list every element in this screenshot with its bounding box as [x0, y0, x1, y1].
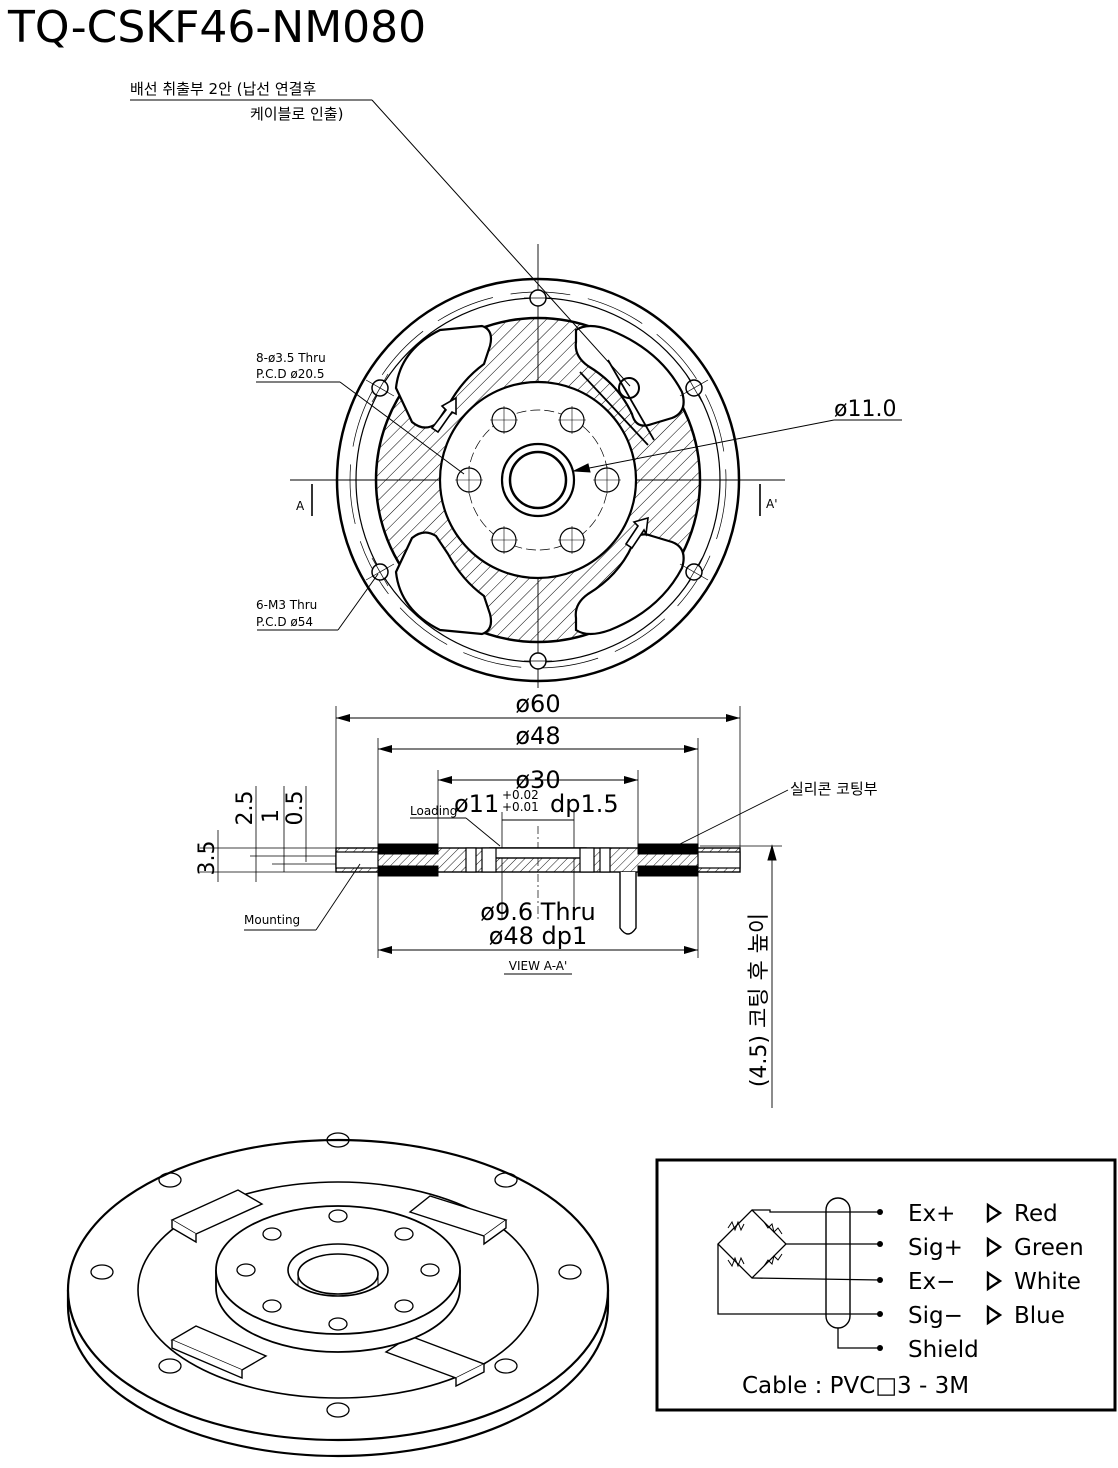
flange-hole-crosshairs	[365, 297, 709, 662]
dim-bore-tol-upper: +0.02	[502, 788, 539, 802]
iso-flange-inner	[137, 1181, 539, 1399]
dim-dia-60: ø60	[515, 690, 560, 718]
wire-color-1: Red	[1014, 1201, 1058, 1227]
bore-recess	[489, 847, 587, 859]
dim-0-5: 0.5	[283, 791, 308, 826]
hub-hole-note-line1: 8-ø3.5 Thru	[256, 351, 326, 365]
view-label: VIEW A-A'	[509, 959, 568, 973]
bridge-circuit	[717, 1197, 881, 1349]
cable-sheath	[825, 1197, 851, 1329]
mount-hole-note-line2: P.C.D ø54	[256, 615, 313, 629]
dim-bore-tol-lower: +0.01	[502, 800, 539, 814]
dim-bore-depth: dp1.5	[550, 790, 619, 818]
wire-signal-2: Sig+	[908, 1235, 963, 1261]
wire-signal-3: Ex−	[908, 1269, 955, 1295]
cable-exit-note-line2: 케이블로 인출)	[250, 105, 343, 123]
dim-2-5: 2.5	[233, 791, 258, 826]
hub-hole-crosshairs	[455, 406, 621, 554]
dim-dia-30: ø30	[515, 766, 560, 794]
cable-spec: Cable : PVC□3 - 3M	[742, 1373, 969, 1399]
top-view	[290, 244, 785, 688]
dim-bore: ø11	[454, 790, 499, 818]
iso-hub-holes	[236, 1209, 440, 1331]
wire-color-3: White	[1014, 1269, 1081, 1295]
wire-signal-4: Sig−	[908, 1303, 963, 1329]
cable-stub	[619, 872, 637, 935]
dim-pocket: ø48 dp1	[489, 922, 588, 950]
rotation-arrow-left	[430, 396, 457, 434]
wire-color-2: Green	[1014, 1235, 1084, 1261]
center-bore-inner	[508, 450, 568, 510]
dim-thru: ø9.6 Thru	[480, 898, 595, 926]
mounting-label: Mounting	[244, 913, 300, 927]
iso-bore-outer	[287, 1243, 389, 1297]
rotation-arrow-right	[624, 516, 649, 550]
spoke-pockets	[394, 324, 685, 636]
hub-hole-note-line2: P.C.D ø20.5	[256, 367, 325, 381]
dim-1: 1	[259, 809, 284, 823]
drawing-title: TQ-CSKF46-NM080	[7, 2, 426, 53]
wiring-diagram-box	[655, 1158, 1117, 1412]
dim-3-5: 3.5	[195, 841, 220, 876]
isometric-view	[66, 1132, 610, 1458]
wire-signal-1: Ex+	[908, 1201, 955, 1227]
iso-flange-holes	[90, 1132, 582, 1418]
arrow-markers	[986, 1202, 1003, 1326]
center-bore-outer	[500, 442, 576, 518]
dim-dia-48: ø48	[515, 722, 560, 750]
shield-label: Shield	[908, 1337, 979, 1363]
loading-label: Loading	[410, 804, 457, 818]
top-view-leaders	[130, 99, 902, 631]
cable-exit-note-line1: 배선 취출부 2안 (납선 연결후	[130, 80, 316, 98]
coating-band	[377, 843, 439, 855]
coated-height-note: (4.5) 코팅 후 높이	[747, 913, 772, 1087]
section-label-a: A	[296, 499, 305, 513]
wire-color-4: Blue	[1014, 1303, 1065, 1329]
outer-flange-circle	[335, 277, 741, 683]
mount-hole-note-line1: 6-M3 Thru	[256, 598, 317, 612]
section-view	[200, 706, 789, 1108]
section-label-a-prime: A'	[766, 497, 778, 511]
bore-dimension: ø11.0	[834, 397, 896, 422]
coating-label: 실리콘 코팅부	[790, 780, 878, 798]
iso-hub	[215, 1205, 461, 1335]
terminal-dots	[877, 1209, 883, 1351]
cable-channel	[579, 371, 649, 446]
